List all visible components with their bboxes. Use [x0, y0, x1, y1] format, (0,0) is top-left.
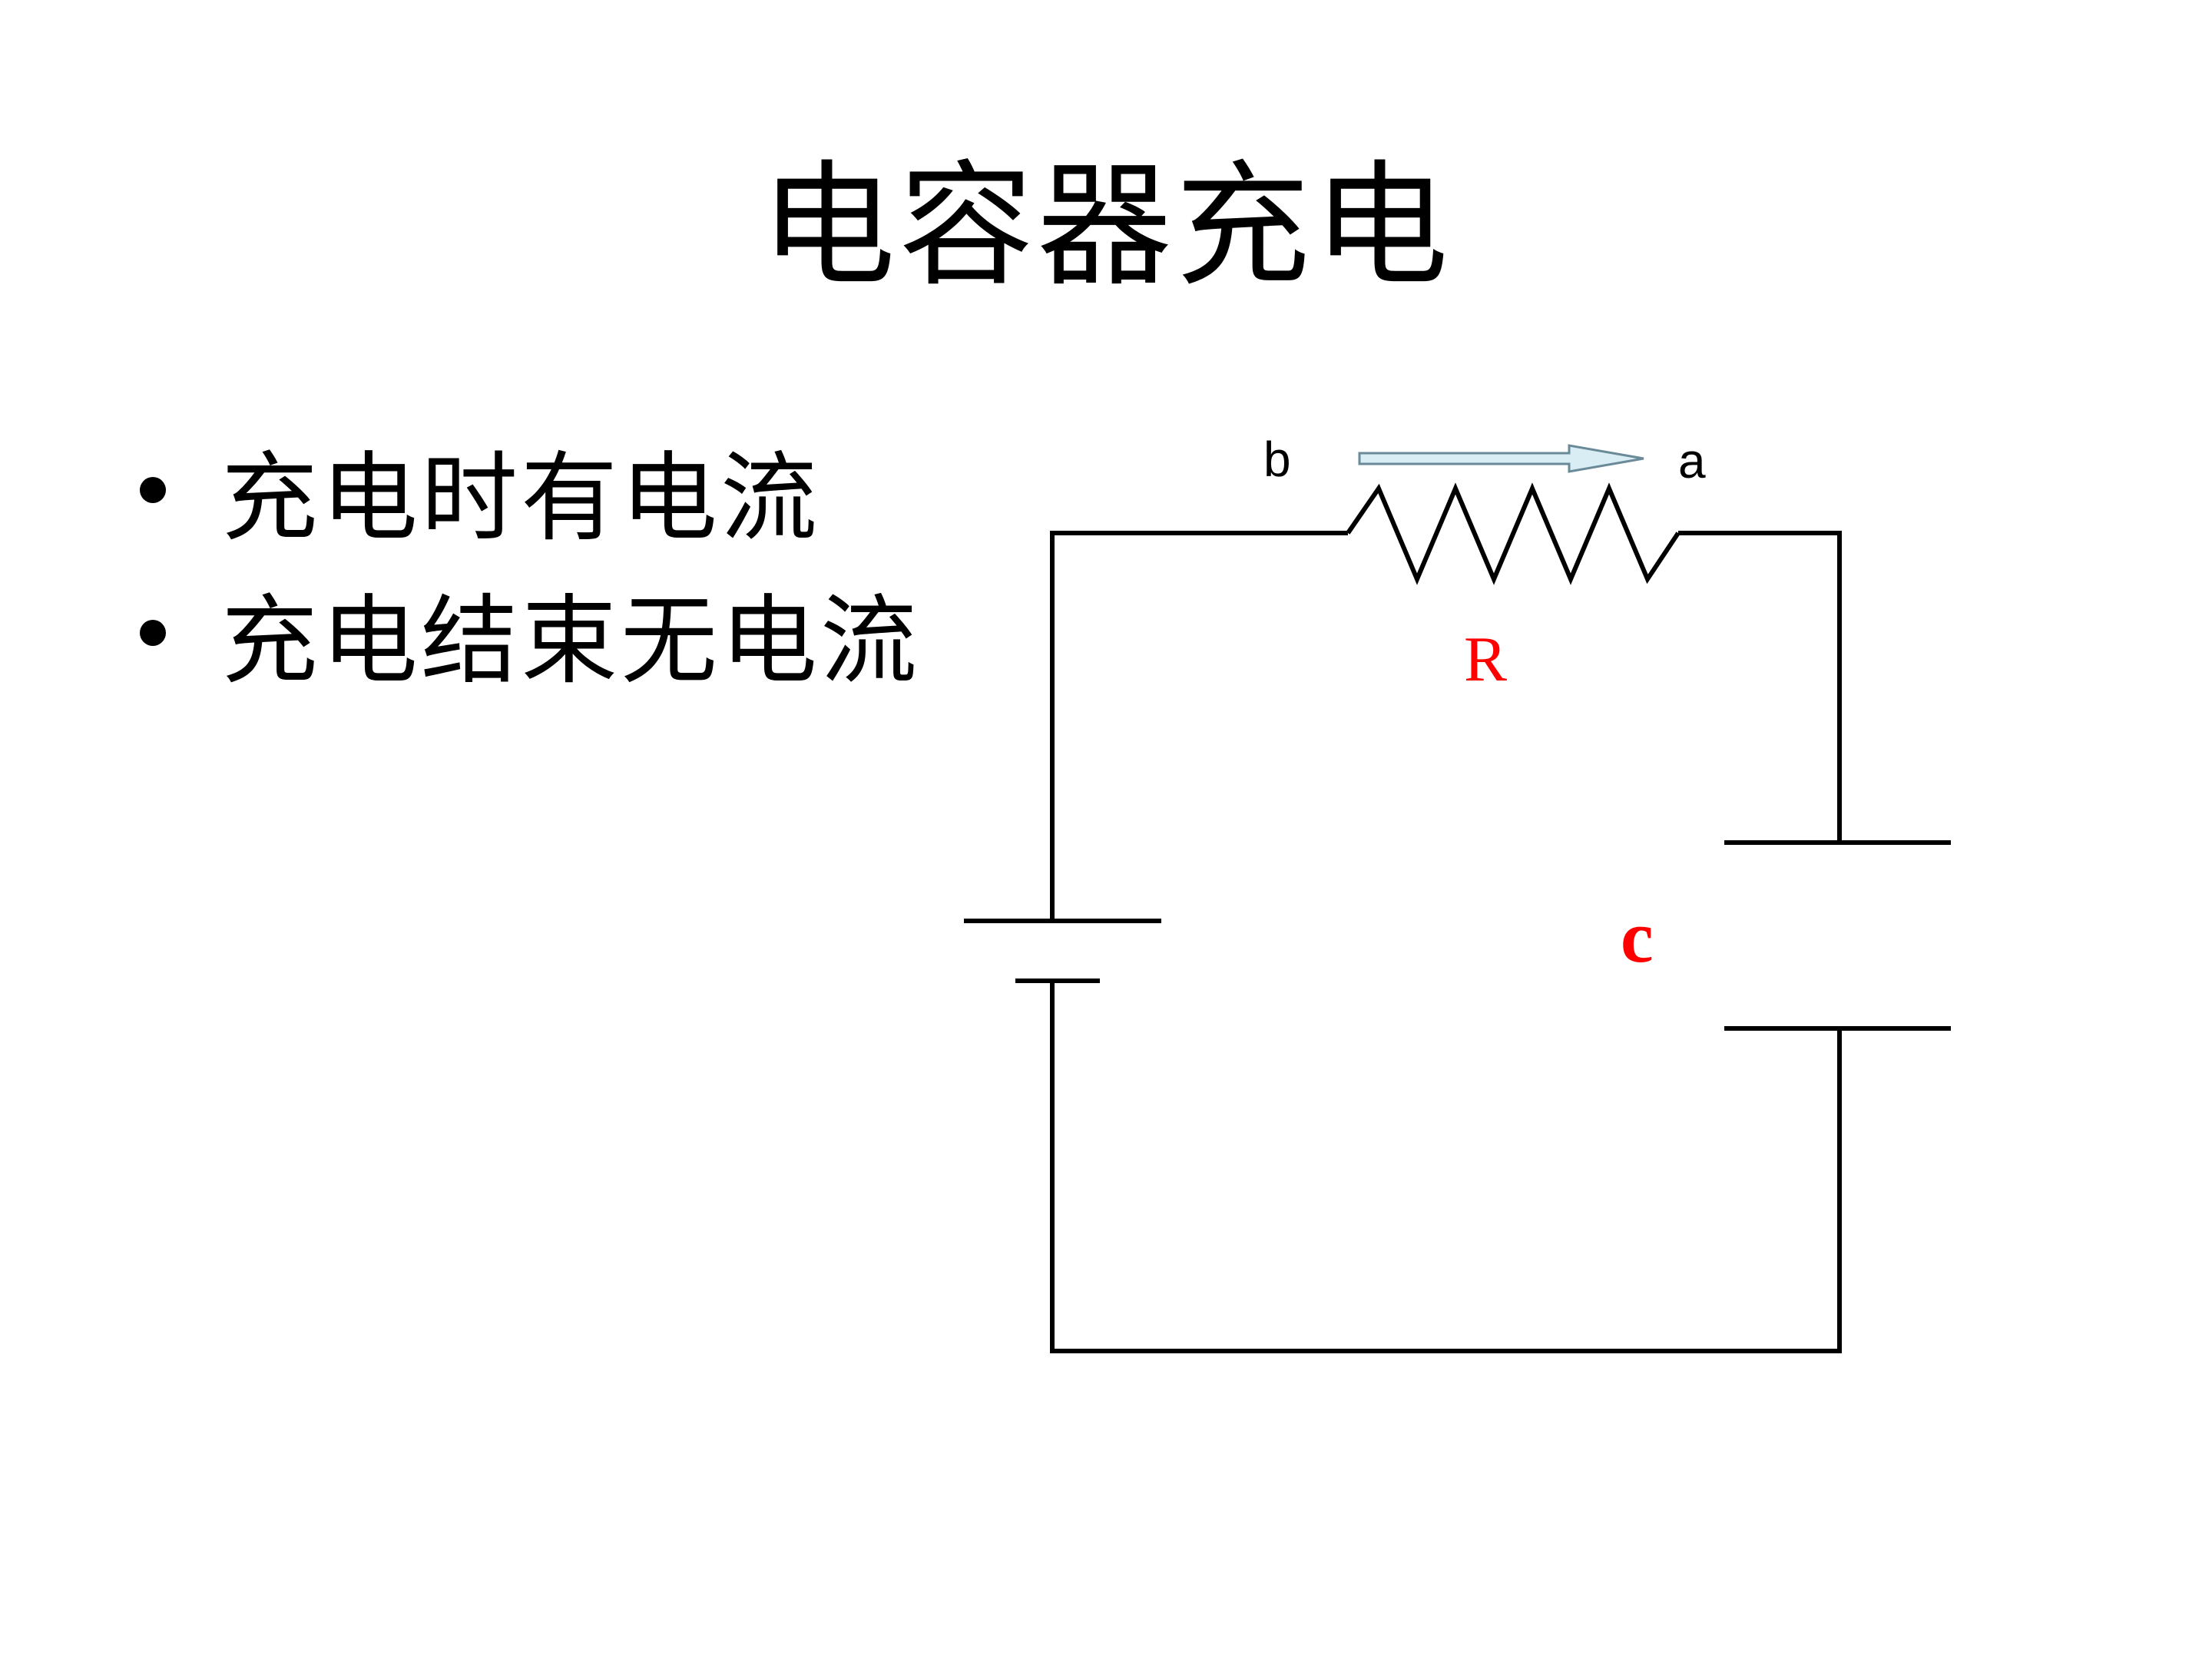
node-label-a: a — [1678, 433, 1706, 488]
bullet-item: 充电结束无电流 — [131, 561, 920, 704]
bullet-list: 充电时有电流 充电结束无电流 — [131, 419, 920, 704]
bullet-item: 充电时有电流 — [131, 419, 920, 561]
bullet-text: 充电时有电流 — [221, 442, 820, 555]
current-arrow-icon — [1358, 444, 1644, 473]
resistor-label: R — [1464, 624, 1507, 695]
bullet-text: 充电结束无电流 — [221, 584, 920, 697]
bullet-dot-icon — [140, 477, 166, 503]
capacitor-label: c — [1621, 896, 1654, 978]
wire-top-left — [1050, 531, 1348, 921]
bullet-dot-icon — [140, 620, 166, 646]
resistor-zigzag — [1346, 482, 1681, 585]
wire-top-right — [1678, 531, 1842, 843]
node-label-b: b — [1263, 432, 1291, 487]
slide-title: 电容器充电 — [760, 147, 1452, 305]
wire-bottom — [1050, 981, 1842, 1353]
